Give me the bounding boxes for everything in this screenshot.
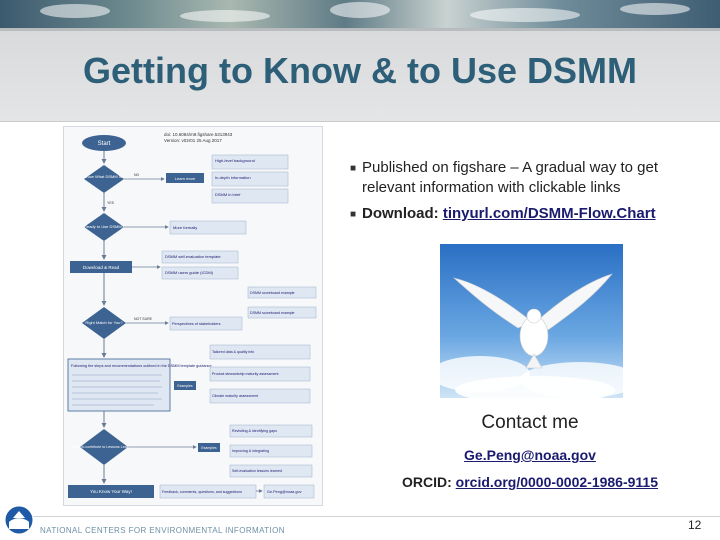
footer-org: NATIONAL CENTERS FOR ENVIRONMENTAL INFOR… [40, 526, 285, 535]
flow-edge-not-sure: NOT SURE [134, 317, 153, 321]
flow-learn-more [166, 173, 204, 183]
orcid-line: ORCID: orcid.org/0000-0002-1986-9115 [380, 474, 680, 490]
flow-download-read [70, 261, 132, 273]
contact-email-link[interactable]: Ge.Peng@noaa.gov [464, 447, 596, 463]
bullet-published-text: Published on figshare – A gradual way to… [362, 159, 659, 196]
flow-box-product-label: Product stewardship maturity assessment [212, 372, 279, 376]
flow-end-label: You Know Your Way! [90, 489, 132, 494]
flow-box-climate-label: Climate maturity assessment [212, 394, 258, 398]
flow-decision-ready [84, 213, 124, 241]
flow-box-perspectives [169, 316, 243, 331]
flow-box-revisiting [229, 424, 313, 438]
flow-start-label: Start [98, 141, 111, 147]
orcid-link[interactable]: orcid.org/0000-0002-1986-9115 [455, 474, 659, 490]
dove-head [526, 308, 542, 324]
flow-lessons-label: Want to contribute to Lessons Learned? [72, 445, 136, 449]
flow-box-self-eval-label: DSMM self-evaluation template [165, 254, 221, 259]
flow-box-in-depth-label: In-depth information [215, 175, 251, 180]
flow-box-user-guide [161, 266, 239, 280]
flow-examples-tag-2 [198, 443, 220, 452]
flow-know-label: Know What DSMM Is? [84, 174, 125, 179]
flow-examples-tag [174, 381, 196, 390]
cloud-shape [455, 376, 615, 398]
dove-tail [525, 353, 543, 369]
flow-box-revisiting-label: Revisiting & identifying gaps [232, 429, 277, 433]
orcid-label: ORCID: [401, 474, 456, 490]
flow-decision-match [82, 307, 126, 339]
bullet-list: ■ Published on figshare – A gradual way … [350, 158, 710, 231]
flow-box-perspectives-label: Perspectives of stakeholders [172, 322, 221, 326]
flow-box-formal-label: More formally [173, 225, 197, 230]
flow-follow-steps [67, 358, 171, 412]
flow-doi: doi: 10.6084/m9.figshare.5313943 [164, 132, 233, 137]
flow-box-self-eval [161, 250, 239, 264]
flow-start-node [82, 135, 126, 151]
slide-title: Getting to Know & to Use DSMM [83, 50, 637, 91]
dove-image [440, 244, 623, 398]
flow-box-improving [229, 444, 313, 458]
download-link[interactable]: tinyurl.com/DSMM-Flow.Chart [442, 205, 656, 222]
footer-divider [30, 516, 720, 517]
flow-follow-steps-label: Following the steps and recommendations … [71, 364, 212, 368]
flow-download-label: Download & Read [83, 265, 120, 270]
flow-learn-more-label: Learn more [175, 176, 196, 181]
flow-end-node [68, 485, 154, 498]
flow-box-product [209, 366, 311, 382]
flow-box-high-level-label: High-level background [215, 158, 255, 163]
flow-box-quality [209, 344, 311, 360]
dove-left-wing [452, 277, 533, 329]
flow-box-feedback-label: Feedback, comments, questions, and sugge… [162, 490, 242, 494]
page-number: 12 [688, 518, 702, 532]
flow-box-email-label: Ge.Peng@noaa.gov [267, 490, 302, 494]
flow-box-formal [169, 220, 247, 235]
flow-box-quality-label: Tailored data & quality info [212, 350, 254, 354]
dove-right-wing [535, 273, 613, 331]
satellite-banner [0, 0, 720, 28]
flow-examples-label-2: Examples [201, 446, 217, 450]
flow-box-noaa-example-label: DSMM scoreboard example [250, 311, 295, 315]
flow-box-self-eval-lessons-label: Self-evaluation lessons learned [232, 469, 282, 473]
flow-match-label: Right Match for You? [85, 320, 123, 325]
flow-version: Version: v02r01 25 Aug 2017 [164, 138, 222, 143]
contact-email-wrapper: Ge.Peng@noaa.gov [420, 447, 640, 463]
flow-box-email [263, 484, 315, 499]
bullet-download-label: Download: [362, 205, 443, 222]
noaa-logo-icon [4, 505, 34, 535]
flow-box-noaa-example [247, 306, 317, 319]
flow-examples-label: Examples [177, 384, 193, 388]
flow-box-high-level [211, 154, 289, 170]
flow-edge-no: NO [134, 173, 140, 177]
flow-ready-label: Ready to Use DSMM? [84, 224, 125, 229]
bullet-download: ■ Download: tinyurl.com/DSMM-Flow.Chart [350, 204, 710, 225]
bullet-square-icon: ■ [350, 163, 357, 174]
flow-box-in-depth [211, 171, 289, 187]
flow-box-brief [211, 188, 289, 204]
flow-box-self-eval-lessons [229, 464, 313, 478]
flow-box-climate [209, 388, 311, 404]
flowchart-diagram: doi: 10.6084/m9.figshare.5313943 Version… [67, 132, 317, 499]
bullet-published: ■ Published on figshare – A gradual way … [350, 158, 710, 198]
flow-box-scoreboard-label: DSMM scoreboard example [250, 291, 295, 295]
title-bar [0, 28, 720, 122]
flow-decision-know [84, 165, 124, 193]
flow-box-feedback [159, 484, 257, 499]
dsmm-flowchart: doi: 10.6084/m9.figshare.5313943 Version… [63, 126, 323, 506]
flow-box-scoreboard [247, 286, 317, 299]
flow-box-brief-label: DSMM in brief [215, 192, 241, 197]
flow-edge-yes: YES [107, 201, 115, 205]
flow-box-user-guide-label: DSMM users guide (ICDM) [165, 270, 214, 275]
flow-box-improving-label: Improving & integrating [232, 449, 269, 453]
bullet-square-icon: ■ [350, 209, 357, 220]
flow-decision-lessons [80, 429, 128, 465]
contact-heading: Contact me [481, 412, 579, 433]
